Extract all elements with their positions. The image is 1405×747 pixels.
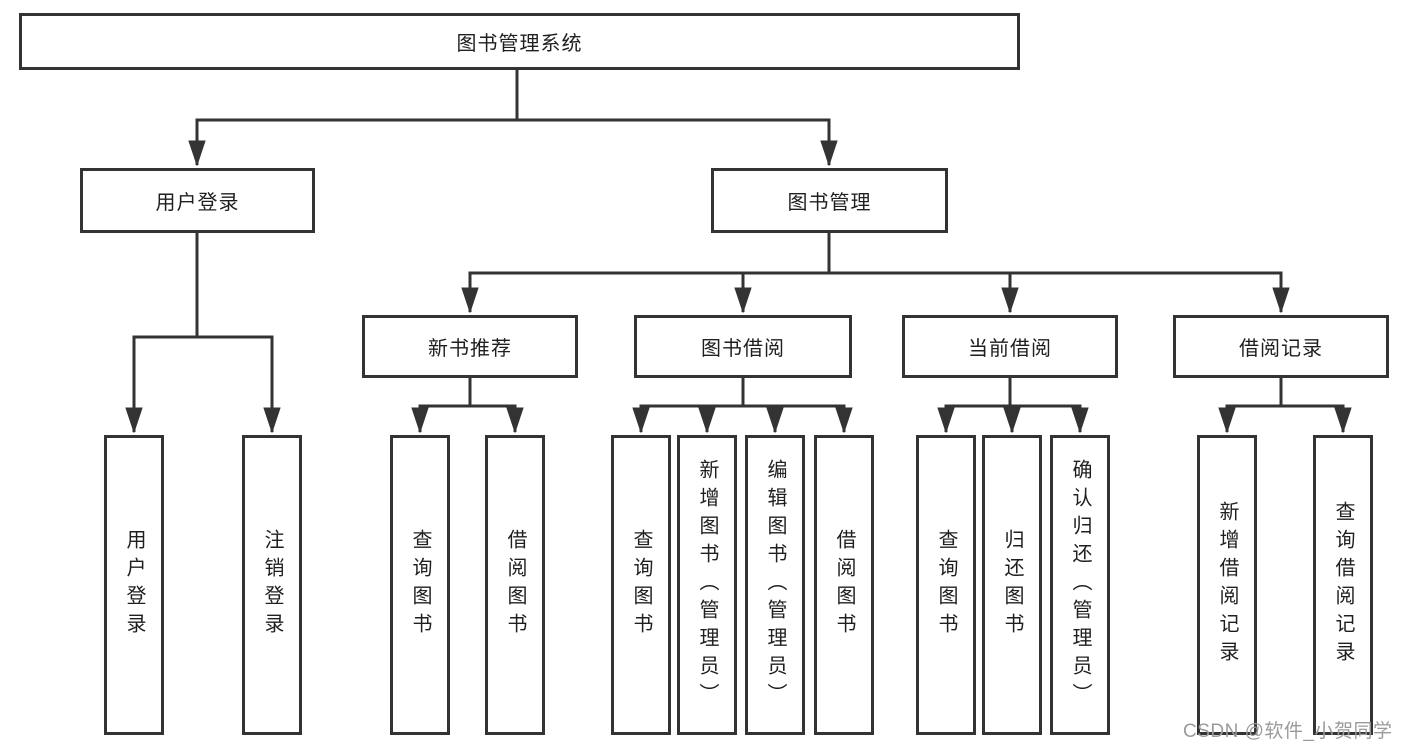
connector-book-borrow-rail xyxy=(639,375,846,408)
connector-new-book-rail xyxy=(418,375,517,408)
leaf-borrow-books-2: 借阅图书 xyxy=(814,435,874,735)
leaf-query-borrow-record: 查询借阅记录 xyxy=(1313,435,1373,735)
connector-user-login-rail xyxy=(132,230,274,339)
node-borrow-records: 借阅记录 xyxy=(1173,315,1389,378)
node-user-login: 用户登录 xyxy=(80,168,315,233)
leaf-return-books: 归还图书 xyxy=(982,435,1042,735)
leaf-logout: 注销登录 xyxy=(242,435,302,735)
node-book-management: 图书管理 xyxy=(711,168,948,233)
node-book-borrow: 图书借阅 xyxy=(634,315,852,378)
csdn-watermark: CSDN @软件_小贺同学 xyxy=(1183,721,1393,742)
leaf-add-borrow-record: 新增借阅记录 xyxy=(1197,435,1257,735)
leaf-user-login: 用户登录 xyxy=(104,435,164,735)
leaf-query-books-1: 查询图书 xyxy=(390,435,450,735)
leaf-borrow-books-1: 借阅图书 xyxy=(485,435,545,735)
node-root-library-system: 图书管理系统 xyxy=(19,13,1020,70)
leaf-edit-book-admin: 编辑图书（管理员） xyxy=(745,435,805,735)
connector-current-borrow-rail xyxy=(944,375,1082,408)
leaf-query-books-3: 查询图书 xyxy=(916,435,976,735)
node-current-borrow: 当前借阅 xyxy=(902,315,1118,378)
leaf-confirm-return-admin: 确认归还（管理员） xyxy=(1050,435,1110,735)
connector-borrow-records-rail xyxy=(1225,375,1345,408)
connector-book-management-rail xyxy=(468,230,1283,275)
node-new-book-recommend: 新书推荐 xyxy=(362,315,578,378)
leaf-query-books-2: 查询图书 xyxy=(611,435,671,735)
connector-root-rail xyxy=(195,68,831,122)
leaf-add-book-admin: 新增图书（管理员） xyxy=(677,435,737,735)
